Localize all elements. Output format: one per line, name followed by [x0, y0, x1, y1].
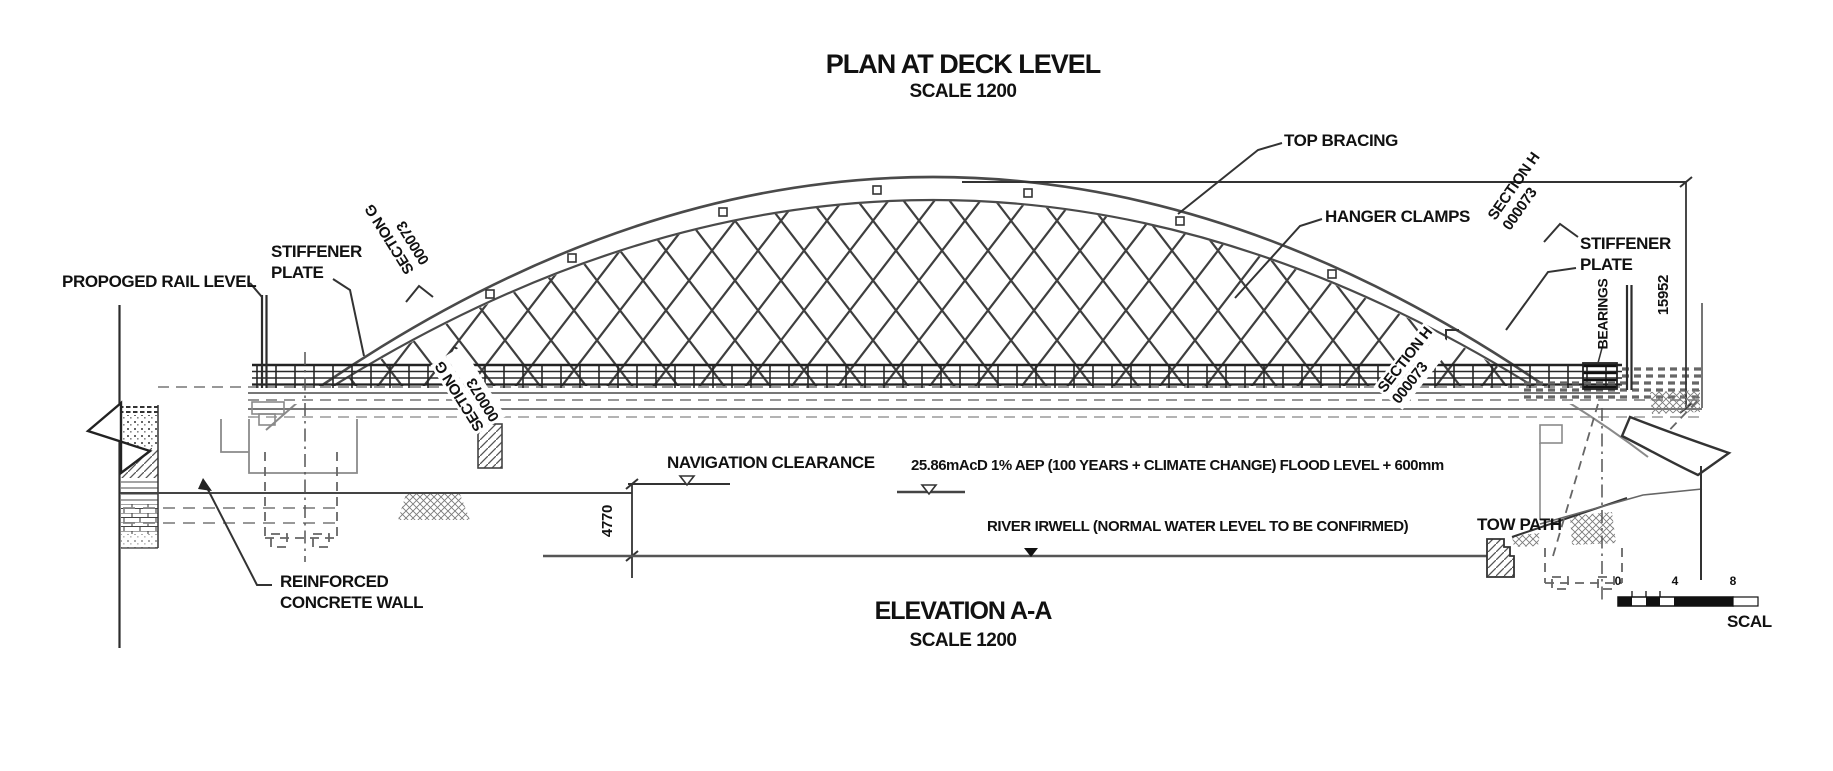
nav-clearance-dim-text: 4770 — [598, 504, 616, 538]
propoged-rail-level-label: PROPOGED RAIL LEVEL — [62, 272, 257, 291]
plan-title: PLAN AT DECK LEVEL — [825, 49, 1102, 79]
tow-path-label: TOW PATH — [1477, 515, 1562, 534]
water-levels — [543, 475, 1487, 578]
elevation-title: ELEVATION A-A — [874, 597, 1053, 625]
plan-scale: SCALE 1200 — [909, 81, 1017, 102]
stiffener-line2: PLATE — [1580, 254, 1633, 274]
navigation-pier — [477, 423, 503, 469]
reinforced-line2: CONCRETE WALL — [280, 592, 424, 612]
stiffener-line1: STIFFENER — [271, 242, 362, 261]
reinforced-line1: REINFORCED — [280, 572, 389, 591]
stiffener-line1: STIFFENER — [1580, 234, 1671, 253]
bearing-block — [1582, 362, 1618, 390]
right-abutment — [1486, 390, 1732, 600]
scale-bar-tick-4: 4 — [1671, 574, 1679, 588]
bearings-label: BEARINGS — [1594, 278, 1611, 350]
flood-level-label: 25.86mAcD 1% AEP (100 YEARS + CLIMATE CH… — [911, 457, 1444, 474]
reinforced-concrete-wall-label: REINFORCED CONCRETE WALL — [280, 572, 423, 613]
towpath-wall — [1486, 538, 1515, 578]
arch-rib — [265, 175, 1649, 458]
left-river-wall — [85, 305, 159, 648]
scale-bar-label: SCAL — [1727, 612, 1772, 631]
scale-bar — [1617, 591, 1759, 607]
elevation-scale: SCALE 1200 — [909, 630, 1017, 651]
stiffener-plate-left-label: STIFFENER PLATE — [271, 242, 362, 283]
stiffener-plate-right-label: STIFFENER PLATE — [1580, 234, 1671, 275]
hanger-clamps-label: HANGER CLAMPS — [1325, 207, 1470, 226]
left-abutment — [220, 352, 358, 562]
navigation-clearance-label: NAVIGATION CLEARANCE — [667, 453, 875, 472]
deck-posts — [260, 285, 1703, 408]
stiffener-line2: PLATE — [271, 262, 324, 282]
ground-lines — [120, 492, 632, 524]
arch-height-dim-text: 15952 — [1654, 274, 1672, 316]
scale-bar-tick-0: 0 — [1614, 574, 1622, 588]
top-bracing-clamps — [485, 185, 1337, 299]
arch-end-beak — [1620, 415, 1732, 477]
ground-hatch-patch — [398, 494, 470, 520]
river-label: RIVER IRWELL (NORMAL WATER LEVEL TO BE C… — [987, 518, 1409, 535]
top-bracing-label: TOP BRACING — [1284, 131, 1398, 150]
scale-bar-tick-8: 8 — [1729, 574, 1737, 588]
wall-break-mark — [85, 400, 153, 476]
leader-lines — [198, 142, 1603, 586]
